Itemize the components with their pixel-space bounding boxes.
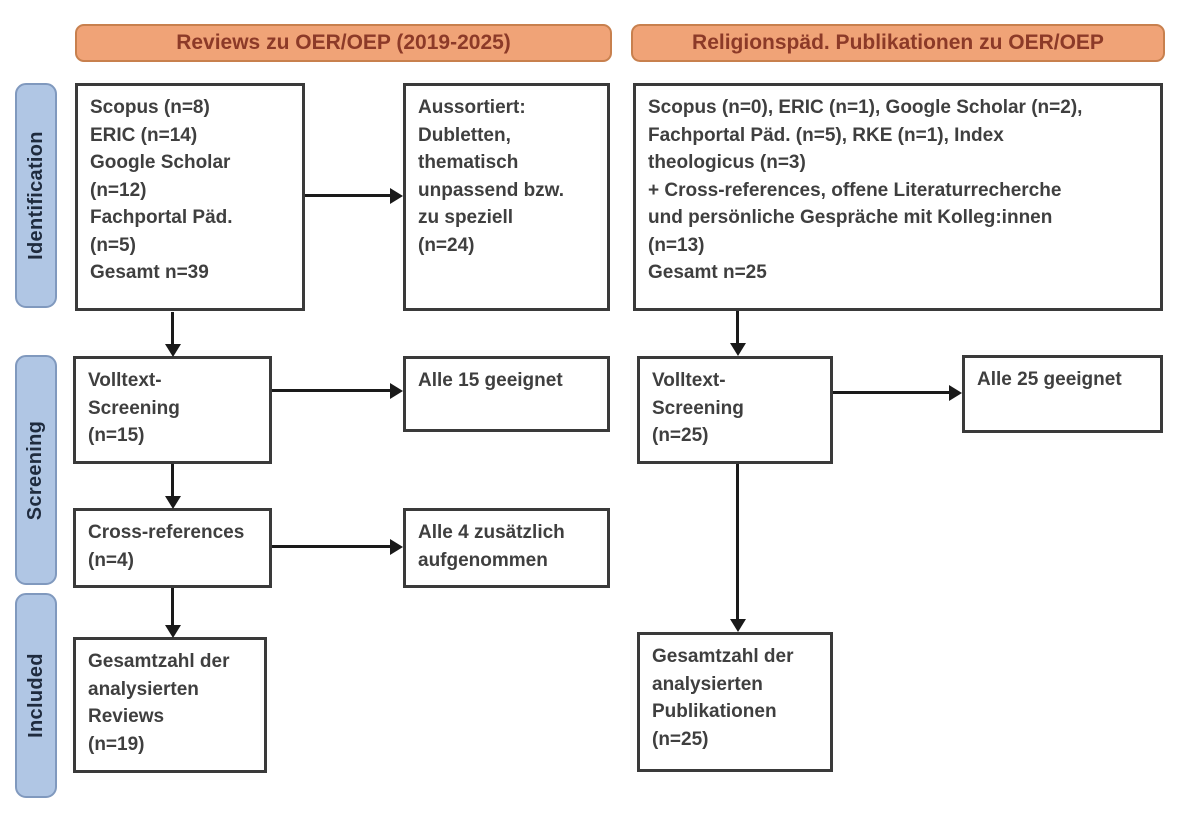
box-text-line: (n=4) (88, 549, 134, 571)
box-text-line: Alle 15 geeignet (418, 370, 563, 391)
arrowhead-right-fulltext-to-total (730, 619, 746, 632)
box-text-line: (n=19) (88, 733, 145, 755)
box-text-line: (n=24) (418, 234, 475, 256)
arrowhead-left-fulltext-to-crossref (165, 496, 181, 509)
box-right-sources: Scopus (n=0), ERIC (n=1), Google Scholar… (633, 83, 1163, 311)
box-text-line: (n=25) (652, 425, 709, 447)
box-text-line: Reviews (88, 706, 165, 728)
box-left-sources: Scopus (n=8) ERIC (n=14) Google Scholar (n=… (75, 83, 305, 311)
arrowhead-left-crossref-to-added (390, 539, 403, 555)
stage-label-included: Included (15, 593, 57, 798)
box-text-line: analysierten (652, 673, 763, 695)
box-left-added: Alle 4 zusätzlich aufgenommen (403, 508, 610, 588)
stage-label-identification: Identification (15, 83, 57, 308)
box-text-line: Publikationen (652, 701, 777, 723)
box-text-line: (n=5) (90, 234, 136, 256)
box-left-eligible: Alle 15 geeignet (403, 356, 610, 432)
box-text-line: Fachportal Päd. (90, 207, 233, 229)
box-text-line: Gesamtzahl der (652, 646, 794, 667)
box-text-line: Gesamtzahl der (88, 651, 230, 672)
arrowhead-left-fulltext-to-eligible (390, 383, 403, 399)
box-text-line: Scopus (n=0), ERIC (n=1), Google Scholar… (648, 97, 1083, 118)
box-text-line: Gesamt n=39 (90, 262, 209, 284)
arrowhead-left-sources-to-excluded (390, 188, 403, 204)
column-header-reviews: Reviews zu OER/OEP (2019-2025) (75, 24, 612, 62)
box-text-line: (n=12) (90, 179, 147, 201)
box-left-crossreferences: Cross-references (n=4) (73, 508, 272, 588)
box-text-line: Dubletten, (418, 124, 511, 146)
box-text-line: analysierten (88, 678, 199, 700)
arrow-line-left-sources-to-excluded (305, 194, 391, 197)
arrow-line-left-fulltext-to-crossref (171, 464, 174, 496)
box-text-line: Gesamt n=25 (648, 262, 767, 284)
arrow-line-right-fulltext-to-total (736, 464, 739, 619)
box-text-line: Screening (88, 397, 180, 419)
box-text-line: Screening (652, 397, 744, 419)
box-text-line: Google Scholar (90, 152, 231, 174)
arrow-line-right-fulltext-to-eligible (833, 391, 949, 394)
stage-label-identification-text: Identification (24, 131, 47, 260)
box-text-line: (n=15) (88, 425, 145, 447)
arrow-line-left-crossref-to-added (272, 545, 390, 548)
box-text-line: Aussortiert: (418, 97, 526, 118)
box-text-line: und persönliche Gespräche mit Kolleg:inn… (648, 207, 1053, 229)
arrow-line-left-crossref-to-total (171, 588, 174, 625)
box-left-excluded: Aussortiert: Dubletten, thematisch unpassen… (403, 83, 610, 311)
box-right-fulltext-screening: Volltext- Screening (n=25) (637, 356, 833, 464)
box-text-line: Cross-references (88, 522, 245, 543)
box-text-line: ERIC (n=14) (90, 124, 198, 146)
box-text-line: (n=25) (652, 728, 709, 750)
box-text-line: zu speziell (418, 207, 514, 229)
arrowhead-right-fulltext-to-eligible (949, 385, 962, 401)
box-text-line: Fachportal Päd. (n=5), RKE (n=1), Index (648, 124, 1004, 146)
box-text-line: Scopus (n=8) (90, 97, 210, 118)
box-text-line: (n=13) (648, 234, 705, 256)
box-text-line: aufgenommen (418, 549, 548, 571)
box-text-line: Alle 4 zusätzlich (418, 522, 565, 543)
box-text-line: Volltext- (88, 370, 162, 391)
box-text-line: + Cross-references, offene Literaturrech… (648, 179, 1062, 201)
arrowhead-left-crossref-to-total (165, 625, 181, 638)
arrowhead-right-sources-to-fulltext (730, 343, 746, 356)
column-header-religionspaed: Religionspäd. Publikationen zu OER/OEP (631, 24, 1165, 62)
arrow-line-right-sources-to-fulltext (736, 311, 739, 343)
stage-label-screening: Screening (15, 355, 57, 585)
box-text-line: Volltext- (652, 370, 726, 391)
box-right-eligible: Alle 25 geeignet (962, 355, 1163, 433)
arrow-line-left-sources-to-fulltext (171, 312, 174, 344)
arrow-line-left-fulltext-to-eligible (272, 389, 390, 392)
stage-label-screening-text: Screening (24, 420, 47, 520)
box-text-line: thematisch (418, 152, 519, 174)
box-left-fulltext-screening: Volltext- Screening (n=15) (73, 356, 272, 464)
box-text-line: Alle 25 geeignet (977, 369, 1122, 390)
box-text-line: theologicus (n=3) (648, 152, 806, 174)
arrowhead-left-sources-to-fulltext (165, 344, 181, 357)
box-text-line: unpassend bzw. (418, 179, 565, 201)
stage-label-included-text: Included (24, 653, 47, 738)
